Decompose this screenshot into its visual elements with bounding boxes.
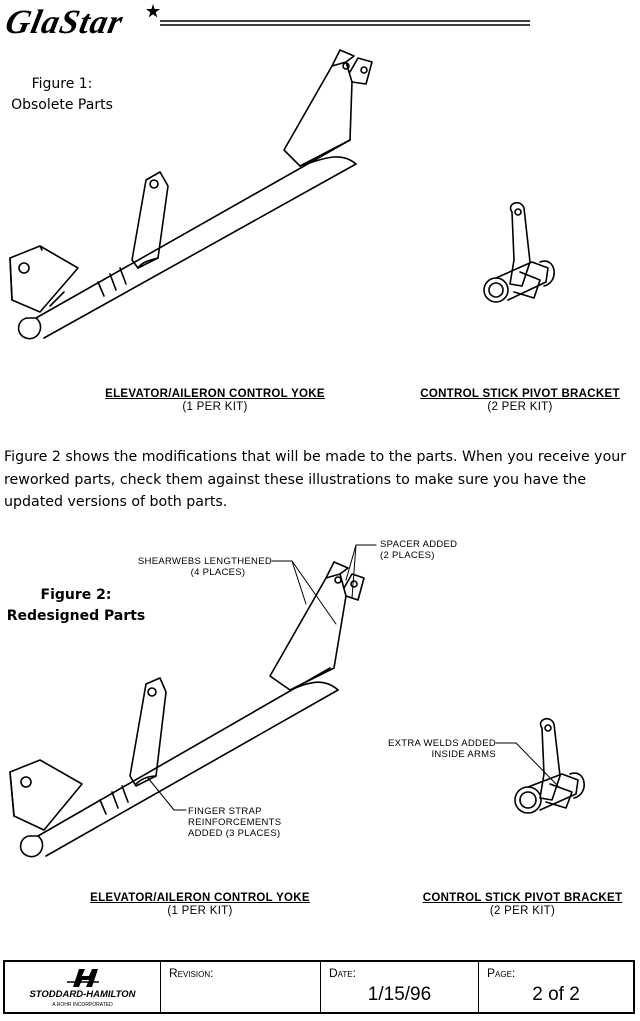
caption-bracket-obsolete: CONTROL STICK PIVOT BRACKET (2 PER KIT) — [420, 388, 620, 413]
company-name: STODDARD-HAMILTON — [29, 989, 136, 1000]
logo-rule-lines — [160, 20, 530, 26]
caption-bracket-redesigned: CONTROL STICK PIVOT BRACKET (2 PER KIT) — [422, 892, 623, 917]
date-label: Date: — [329, 966, 356, 980]
stoddard-hamilton-logo-icon — [67, 969, 99, 987]
caption-yoke-redesigned: ELEVATOR/AILERON CONTROL YOKE (1 PER KIT… — [90, 892, 310, 917]
footer-title-block: STODDARD-HAMILTON A ROHR INCORPORATED Re… — [3, 960, 635, 1014]
annotation-welds: EXTRA WELDS ADDED INSIDE ARMS — [387, 738, 496, 760]
date-cell: Date: 1/15/96 — [321, 962, 479, 1012]
company-logo-cell: STODDARD-HAMILTON A ROHR INCORPORATED — [5, 962, 161, 1012]
technical-drawings — [9, 49, 585, 858]
caption-yoke-obsolete: ELEVATOR/AILERON CONTROL YOKE (1 PER KIT… — [105, 388, 325, 413]
annotation-shearwebs: SHEARWEBS LENGTHENED (4 PLACES) — [137, 556, 272, 578]
page-label: Page: — [487, 966, 516, 980]
company-subtitle: A ROHR INCORPORATED — [52, 1002, 113, 1008]
page-cell: Page: 2 of 2 — [479, 962, 633, 1012]
yoke-obsolete-drawing — [9, 49, 373, 340]
annotation-finger-strap: FINGER STRAP REINFORCEMENTS ADDED (3 PLA… — [188, 806, 282, 839]
star-icon — [146, 4, 160, 18]
figure1-label: Figure 1: Obsolete Parts — [11, 76, 113, 113]
annotation-spacer: SPACER ADDED (2 PLACES) — [380, 539, 458, 561]
bracket-redesigned-drawing — [514, 717, 585, 814]
date-value: 1/15/96 — [367, 984, 432, 1005]
figure2-label: Figure 2: Redesigned Parts — [6, 587, 146, 624]
page-value: 2 of 2 — [532, 984, 580, 1005]
revision-cell: Revision: — [161, 962, 321, 1012]
yoke-redesigned-drawing — [9, 561, 365, 858]
annotation-leaders — [147, 544, 559, 811]
bracket-obsolete-drawing — [483, 201, 555, 303]
revision-label: Revision: — [169, 966, 214, 980]
body-paragraph: Figure 2 shows the modifications that wi… — [4, 449, 627, 510]
